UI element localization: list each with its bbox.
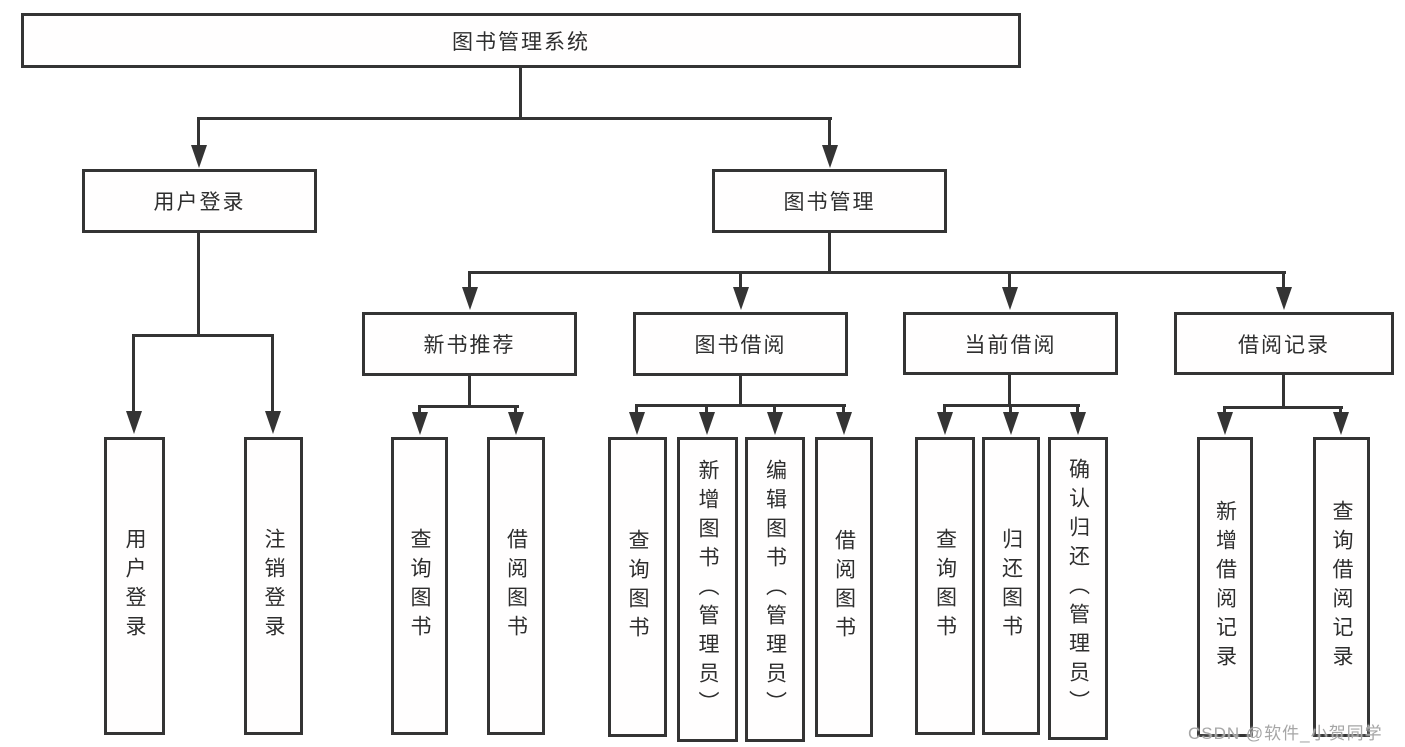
arrowhead-leaf-logout <box>265 411 281 434</box>
node-new-book-recommend: 新书推荐 <box>362 312 577 376</box>
node-current-borrowing: 当前借阅 <box>903 312 1118 375</box>
arrowhead-borrow-records <box>1276 287 1292 310</box>
connector-shaft-user-login <box>197 117 200 149</box>
connector-shaft-c1 <box>635 404 638 415</box>
leaf-user-login: 用户登录 <box>104 437 165 735</box>
connector-bookmgmt-stem <box>828 233 831 274</box>
leaf-query-borrow-record: 查询借阅记录 <box>1313 437 1370 737</box>
arrowhead-b1 <box>412 412 428 435</box>
connector-newbook-split <box>418 405 519 408</box>
connector-shaft-b1 <box>418 405 421 415</box>
node-user-login: 用户登录 <box>82 169 317 233</box>
connector-shaft-leaf-login <box>132 334 135 414</box>
leaf-query-books-current: 查询图书 <box>915 437 975 735</box>
leaf-logout: 注销登录 <box>244 437 303 735</box>
connector-shaft-book-mgmt <box>828 117 831 149</box>
node-book-management: 图书管理 <box>712 169 947 233</box>
arrowhead-d3 <box>1070 412 1086 435</box>
connector-shaft-e2 <box>1339 406 1342 415</box>
arrowhead-current-borrow <box>1002 287 1018 310</box>
connector-shaft-borrow-records <box>1282 271 1285 290</box>
arrowhead-b2 <box>508 412 524 435</box>
connector-root-stem <box>519 68 522 119</box>
arrowhead-c4 <box>836 412 852 435</box>
connector-shaft-leaf-logout <box>271 334 274 414</box>
node-borrowing-records: 借阅记录 <box>1174 312 1394 375</box>
csdn-watermark: CSDN @软件_小贺同学 <box>1188 724 1383 743</box>
leaf-confirm-return-admin: 确认归还（管理员） <box>1048 437 1108 740</box>
leaf-edit-books-admin: 编辑图书（管理员） <box>745 437 805 742</box>
arrowhead-c2 <box>699 412 715 435</box>
leaf-query-books-recommend: 查询图书 <box>391 437 448 735</box>
connector-newbook-stem <box>468 376 471 408</box>
connector-shaft-d3 <box>1076 404 1079 415</box>
connector-bookmgmt-split <box>469 271 1286 274</box>
connector-shaft-c2 <box>705 404 708 415</box>
connector-root-split <box>197 117 832 120</box>
node-book-borrowing: 图书借阅 <box>633 312 848 376</box>
connector-shaft-book-borrow <box>739 271 742 290</box>
connector-shaft-c3 <box>773 404 776 415</box>
leaf-return-books: 归还图书 <box>982 437 1040 735</box>
arrowhead-book-mgmt <box>822 145 838 168</box>
connector-shaft-current-borrow <box>1008 271 1011 290</box>
arrowhead-new-book <box>462 287 478 310</box>
connector-shaft-d2 <box>1009 404 1012 415</box>
arrowhead-book-borrow <box>733 287 749 310</box>
arrowhead-c3 <box>767 412 783 435</box>
connector-records-split <box>1223 406 1343 409</box>
arrowhead-d1 <box>937 412 953 435</box>
connector-records-stem <box>1282 375 1285 409</box>
connector-borrow-split <box>635 404 846 407</box>
connector-shaft-b2 <box>514 405 517 415</box>
leaf-borrow-books-recommend: 借阅图书 <box>487 437 545 735</box>
arrowhead-c1 <box>629 412 645 435</box>
node-root-library-system: 图书管理系统 <box>21 13 1021 68</box>
connector-shaft-new-book <box>468 271 471 290</box>
arrowhead-e2 <box>1333 412 1349 435</box>
connector-current-stem <box>1008 375 1011 407</box>
leaf-borrow-books: 借阅图书 <box>815 437 873 737</box>
leaf-add-borrow-record: 新增借阅记录 <box>1197 437 1253 737</box>
arrowhead-d2 <box>1003 412 1019 435</box>
connector-shaft-e1 <box>1223 406 1226 415</box>
connector-shaft-d1 <box>943 404 946 415</box>
arrowhead-leaf-login <box>126 411 142 434</box>
connector-userlogin-split <box>133 334 274 337</box>
connector-userlogin-stem <box>197 233 200 337</box>
arrowhead-e1 <box>1217 412 1233 435</box>
connector-shaft-c4 <box>842 404 845 415</box>
leaf-add-books-admin: 新增图书（管理员） <box>677 437 738 742</box>
leaf-query-books-borrow: 查询图书 <box>608 437 667 737</box>
arrowhead-user-login <box>191 145 207 168</box>
connector-borrow-stem <box>739 376 742 407</box>
